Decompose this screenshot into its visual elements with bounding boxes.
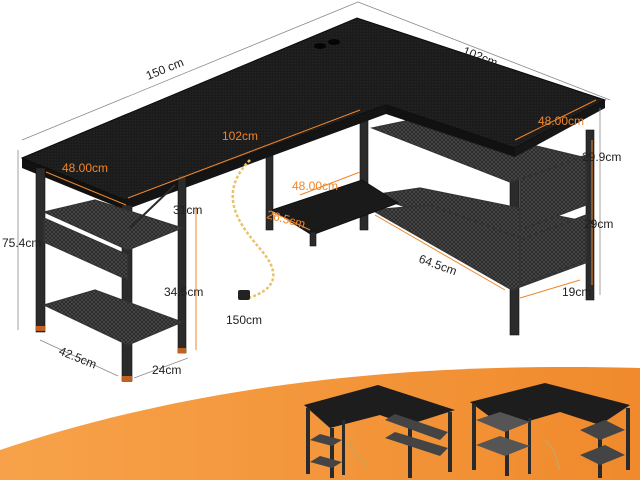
dim-left-shelf-gap-bottom: 34.5cm [164, 285, 203, 299]
dim-top-length-left: 150 cm [144, 55, 186, 83]
right-side-basket [519, 154, 587, 231]
left-shelf-mid [42, 199, 184, 251]
dim-right-shelf-gap-bottom: 29cm [584, 217, 613, 231]
thumbnail-config-left [304, 385, 455, 478]
dim-right-depth: 48.00cm [538, 114, 584, 128]
dimension-lines [17, 1, 611, 379]
dim-left-base-width: 24cm [152, 363, 181, 377]
led-cable [231, 159, 275, 300]
dim-right-shelf-gap-top: 29.9cm [582, 150, 621, 164]
right-side-basket-lower [519, 214, 587, 286]
dim-center-shelf-width: 48.00cm [292, 179, 338, 193]
dim-cable-length: 150cm [226, 313, 262, 327]
main-desk [20, 17, 607, 382]
dim-left-depth: 48.00cm [62, 161, 108, 175]
plug-icon [238, 290, 250, 300]
left-basket [43, 217, 129, 281]
dim-left-shelf-gap-top: 31cm [173, 203, 202, 217]
dim-total-height: 75.4cm [2, 236, 41, 250]
center-shelf [270, 179, 400, 236]
dim-left-base-depth: 42.5cm [57, 344, 99, 372]
dim-inner-length: 102cm [222, 129, 258, 143]
left-shelf-bottom [42, 289, 184, 346]
thumbnail-config-right [470, 383, 630, 478]
orange-swoosh [0, 366, 640, 480]
dim-right-shelf-depth: 19cm [562, 285, 591, 299]
